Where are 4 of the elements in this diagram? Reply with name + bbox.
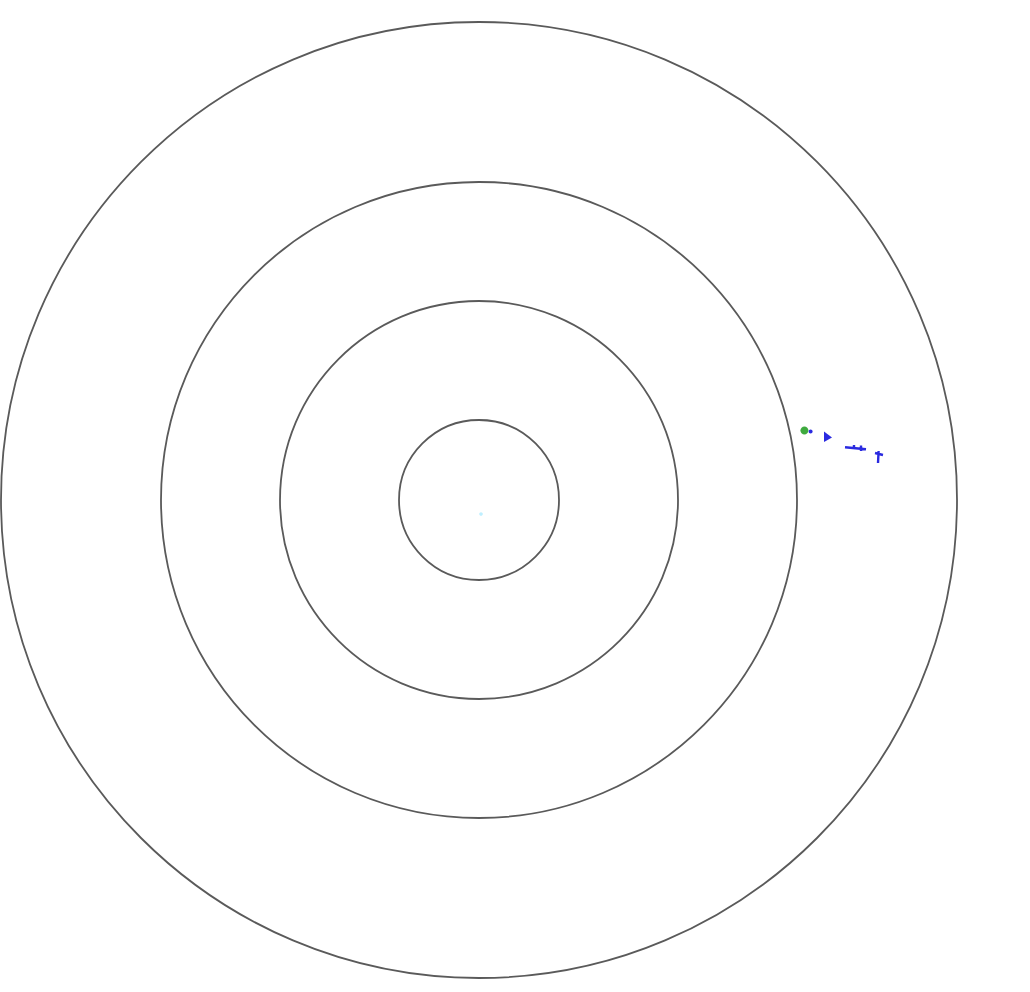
ring bbox=[398, 419, 560, 581]
ring bbox=[160, 181, 798, 819]
ring bbox=[279, 300, 679, 700]
ring bbox=[0, 21, 958, 979]
